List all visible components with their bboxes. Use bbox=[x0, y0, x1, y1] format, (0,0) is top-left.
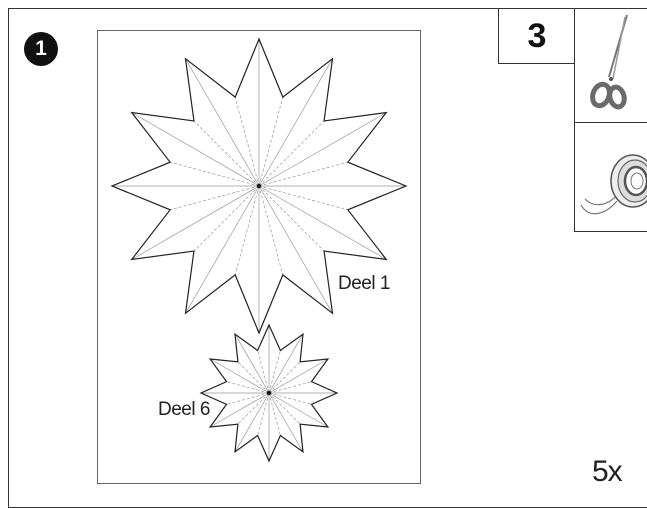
fold-line bbox=[209, 392, 270, 428]
fold-line bbox=[234, 97, 260, 187]
fold-line bbox=[258, 120, 325, 187]
fold-line bbox=[258, 161, 348, 187]
step-3-box: 3 bbox=[498, 8, 576, 64]
fold-line bbox=[226, 381, 270, 394]
part-label-deel-6: Deel 6 bbox=[158, 399, 210, 420]
fold-line bbox=[268, 358, 329, 394]
fold-line bbox=[268, 333, 304, 394]
tape-roll-icon bbox=[580, 154, 647, 215]
fold-line bbox=[268, 350, 281, 394]
fold-line bbox=[234, 185, 260, 275]
fold-line bbox=[237, 361, 270, 394]
fold-line bbox=[268, 392, 329, 428]
fold-line bbox=[209, 358, 270, 394]
fold-line bbox=[170, 161, 260, 187]
fold-line bbox=[170, 185, 260, 211]
star-center bbox=[267, 391, 271, 395]
part-label-deel-1: Deel 1 bbox=[338, 273, 390, 294]
fold-line bbox=[131, 112, 260, 187]
fold-line bbox=[258, 185, 333, 314]
fold-line bbox=[193, 185, 260, 252]
fold-line bbox=[185, 185, 260, 314]
fold-line bbox=[258, 58, 333, 187]
fold-line bbox=[258, 185, 325, 252]
fold-line bbox=[258, 112, 387, 187]
step-1-badge: 1 bbox=[24, 32, 58, 66]
fold-line bbox=[268, 381, 312, 394]
fold-line bbox=[258, 185, 348, 211]
fold-line bbox=[268, 361, 301, 394]
scissors-icon bbox=[590, 14, 628, 110]
star-outline bbox=[199, 323, 339, 463]
fold-line bbox=[257, 350, 270, 394]
fold-line bbox=[268, 392, 304, 453]
scissors-tool-box bbox=[574, 8, 647, 123]
fold-line bbox=[258, 185, 387, 260]
fold-line bbox=[185, 58, 260, 187]
fold-line bbox=[257, 392, 270, 436]
fold-line bbox=[268, 392, 301, 425]
quantity-label: 5x bbox=[592, 455, 623, 488]
tape-tool-box bbox=[574, 122, 647, 232]
fold-line bbox=[234, 392, 270, 453]
star-outline bbox=[110, 37, 408, 335]
fold-line bbox=[193, 120, 260, 187]
fold-line bbox=[268, 392, 281, 436]
star-templates bbox=[110, 37, 408, 463]
fold-line bbox=[258, 185, 284, 275]
fold-line bbox=[268, 392, 312, 405]
fold-line bbox=[258, 97, 284, 187]
star-large-part-1 bbox=[110, 37, 408, 335]
fold-line bbox=[131, 185, 260, 260]
star-center bbox=[257, 184, 261, 188]
fold-line bbox=[234, 333, 270, 394]
star-small-part-6 bbox=[199, 323, 339, 463]
fold-line bbox=[237, 392, 270, 425]
fold-line bbox=[226, 392, 270, 405]
